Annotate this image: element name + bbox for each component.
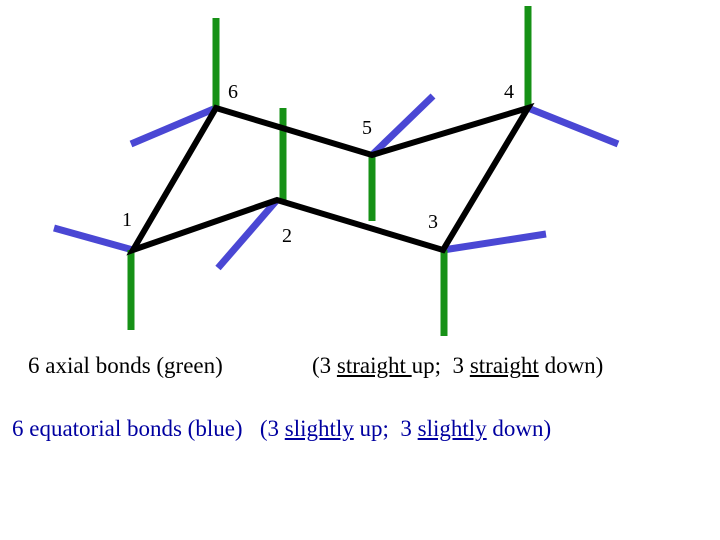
equatorial-detail-open: (3 (259, 416, 285, 441)
carbon-label-5: 5 (362, 117, 372, 139)
slightly-up-word: slightly (284, 416, 354, 441)
axial-detail-open: (3 (312, 353, 337, 378)
equatorial-bond-c1 (53, 224, 134, 254)
equatorial-bond-c4 (526, 104, 620, 148)
axial-bonds-detail: (3 straight up; 3 straight down) (312, 353, 603, 379)
axial-detail-close: down) (538, 353, 604, 378)
equatorial-bonds-caption: 6 equatorial bonds (blue) (3 slightly up… (12, 416, 551, 442)
equatorial-bond-c3 (442, 230, 547, 254)
equatorial-bond-c5 (369, 93, 436, 158)
carbon-label-3: 3 (428, 211, 438, 233)
straight-up-word: straight (336, 353, 412, 378)
equatorial-bond-c6 (129, 104, 218, 148)
axial-detail-mid: up; 3 (411, 353, 470, 378)
carbon-label-1: 1 (122, 209, 132, 231)
cyclohexane-ring (126, 102, 535, 256)
equatorial-label: 6 equatorial bonds (blue) (12, 416, 260, 441)
equatorial-detail-close: down) (486, 416, 552, 441)
equatorial-bond-c2 (215, 197, 280, 271)
equatorial-detail-mid: up; 3 (353, 416, 418, 441)
axial-bonds-caption: 6 axial bonds (green) (28, 353, 223, 378)
carbon-label-4: 4 (504, 81, 514, 103)
carbon-label-6: 6 (228, 81, 238, 103)
straight-down-word: straight (469, 353, 539, 378)
carbon-label-2: 2 (282, 225, 292, 247)
slightly-down-word: slightly (417, 416, 487, 441)
